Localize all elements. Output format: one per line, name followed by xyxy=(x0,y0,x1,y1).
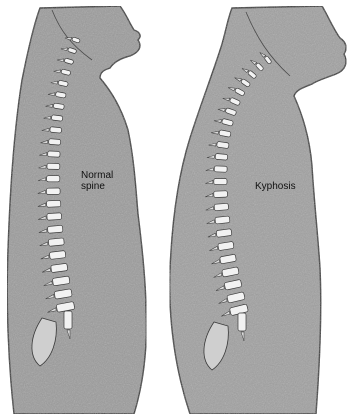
kyphosis-vertebra xyxy=(214,203,229,210)
normal-vertebra xyxy=(49,251,66,260)
normal-spine-label: Normal spine xyxy=(81,170,113,192)
normal-spine-label-line-2: spine xyxy=(81,181,113,192)
normal-body-silhouette xyxy=(7,6,146,414)
normal-vertebra xyxy=(48,151,61,157)
normal-spine-label-line-1: Normal xyxy=(81,170,113,181)
normal-vertebra xyxy=(51,115,63,122)
normal-vertebra xyxy=(46,200,60,207)
kyphosis-vertebra xyxy=(217,141,230,148)
kyphosis-vertebra xyxy=(215,153,228,160)
kyphosis-vertebra xyxy=(214,191,228,198)
normal-vertebra xyxy=(47,176,60,182)
kyphosis-vertebra xyxy=(214,178,227,184)
kyphosis-label-line-1: Kyphosis xyxy=(255,181,296,192)
normal-vertebra xyxy=(47,213,62,220)
kyphosis-vertebra xyxy=(216,229,232,238)
normal-vertebra xyxy=(47,163,60,169)
normal-vertebra xyxy=(50,127,62,134)
kyphosis-label: Kyphosis xyxy=(255,181,296,192)
normal-vertebra xyxy=(47,225,62,233)
normal-vertebra xyxy=(64,311,72,329)
kyphosis-vertebra xyxy=(214,166,227,172)
kyphosis-vertebra xyxy=(238,313,246,331)
normal-vertebra xyxy=(46,188,60,195)
normal-vertebra xyxy=(49,139,61,145)
normal-vertebra xyxy=(48,238,64,246)
kyphosis-vertebra xyxy=(215,216,230,224)
